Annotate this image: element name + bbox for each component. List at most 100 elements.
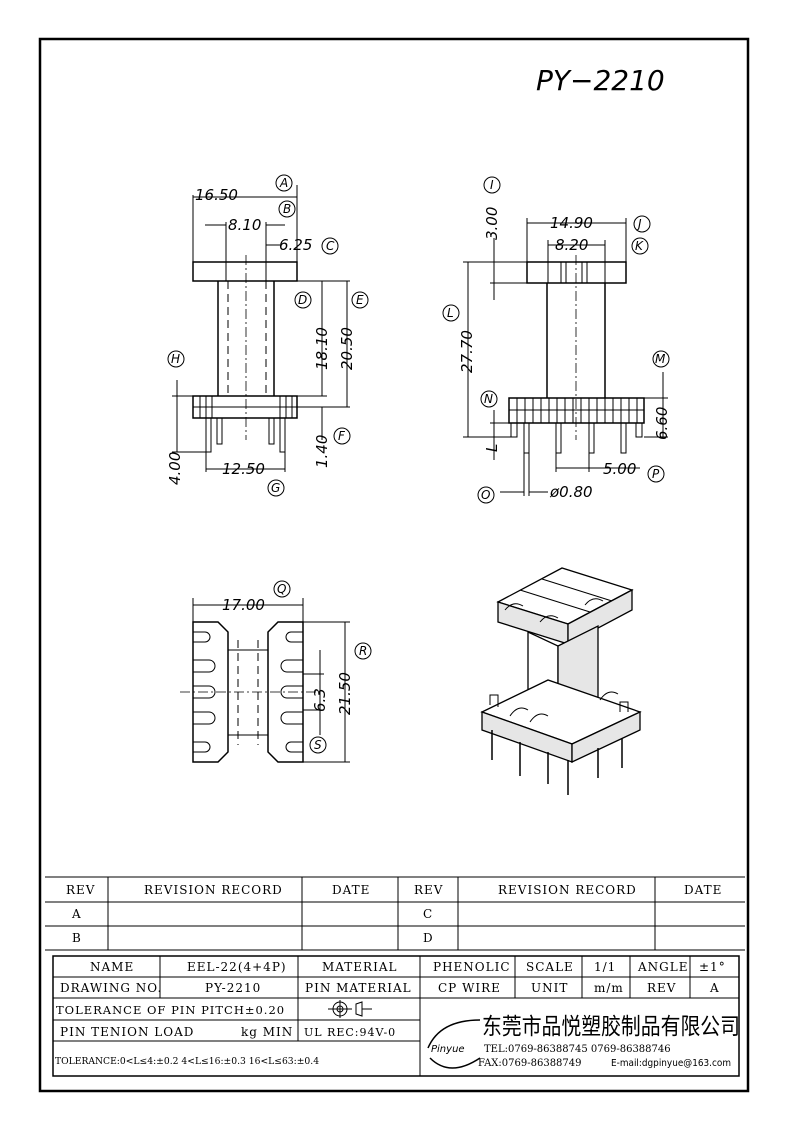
svg-text:D: D	[298, 293, 307, 307]
drawing-no-value: PY-2210	[205, 981, 261, 995]
svg-text:S: S	[314, 738, 322, 752]
dim-bottom-21-50: 21.50	[336, 672, 354, 715]
dim-front-16-50: 16.50	[195, 186, 238, 204]
callout-r: R	[354, 642, 372, 660]
revision-table	[45, 876, 745, 951]
company-logo: Pinyue	[427, 1019, 481, 1069]
revision-record-header: REVISION RECORD	[144, 883, 283, 897]
dim-front-6-25: 6.25	[279, 236, 312, 254]
svg-text:G: G	[271, 481, 280, 495]
company-email: E-mail:dgpinyue@163.com	[611, 1058, 731, 1069]
company-tel: TEL:0769-86388745 0769-86388746	[484, 1044, 671, 1055]
dim-side-6-60: 6.60	[653, 407, 671, 440]
unit-value: m/m	[594, 981, 624, 995]
front-view	[172, 185, 350, 472]
svg-text:J: J	[636, 217, 642, 231]
dim-front-12-50: 12.50	[222, 460, 265, 478]
callout-s: S	[309, 736, 327, 754]
revision-record-header-2: REVISION RECORD	[498, 883, 637, 897]
title-block	[52, 955, 740, 1077]
pin-tension-load: PIN TENION LOAD	[60, 1025, 194, 1039]
rev-label: REV	[647, 981, 676, 995]
drawing-no-label: DRAWING NO.	[60, 981, 162, 995]
company-name: 东莞市品悦塑胶制品有限公司	[482, 1014, 740, 1040]
callout-i: I	[483, 176, 501, 194]
callout-p: P	[647, 465, 665, 483]
rev-header: REV	[66, 883, 95, 897]
dim-side-5-00: 5.00	[603, 460, 636, 478]
svg-text:K: K	[635, 239, 644, 253]
pin-material-label: PIN MATERIAL	[305, 981, 412, 995]
drawing-title: PY−2210	[536, 64, 665, 97]
pin-tension-unit: kg MIN	[241, 1025, 293, 1039]
dim-side-8-20: 8.20	[555, 236, 588, 254]
angle-value: ±1°	[699, 960, 726, 974]
isometric-view	[480, 567, 642, 795]
callout-e: E	[351, 291, 369, 309]
callout-k: K	[631, 237, 649, 255]
svg-text:M: M	[655, 352, 666, 366]
rev-a: A	[71, 907, 82, 921]
tolerance-pin-pitch: TOLERANCE OF PIN PITCH±0.20	[56, 1003, 285, 1017]
scale-value: 1/1	[594, 960, 616, 974]
svg-text:E: E	[356, 293, 364, 307]
material-label: MATERIAL	[322, 960, 397, 974]
rev-header-2: REV	[414, 883, 443, 897]
dim-front-1-40: 1.40	[313, 435, 331, 468]
dim-side-3-00: 3.00	[483, 207, 501, 240]
date-header: DATE	[332, 883, 370, 897]
material-value: PHENOLIC	[433, 960, 511, 974]
name-value: EEL-22(4+4P)	[187, 960, 287, 974]
dim-side-14-90: 14.90	[550, 214, 593, 232]
dim-side-27-70: 27.70	[458, 330, 476, 373]
rev-d: D	[423, 931, 434, 945]
sheet-border	[38, 37, 750, 1093]
callout-n: N	[480, 390, 498, 408]
svg-text:B: B	[283, 202, 291, 216]
side-view	[463, 218, 668, 496]
svg-text:F: F	[338, 429, 346, 443]
svg-text:N: N	[484, 392, 493, 406]
rev-b: B	[72, 931, 82, 945]
dim-front-4-00: 4.00	[166, 452, 184, 485]
callout-h: H	[167, 350, 185, 368]
svg-text:A: A	[279, 176, 288, 190]
callout-d: D	[294, 291, 312, 309]
dim-front-18-10: 18.10	[313, 327, 331, 370]
callout-j: J	[633, 215, 651, 233]
dim-bottom-6-3: 6.3	[311, 688, 329, 712]
name-label: NAME	[90, 960, 134, 974]
svg-text:I: I	[490, 178, 494, 192]
callout-l: L	[442, 304, 460, 322]
svg-text:C: C	[326, 239, 335, 253]
callout-c: C	[321, 237, 339, 255]
scale-label: SCALE	[526, 960, 574, 974]
dim-bottom-17-00: 17.00	[222, 596, 265, 614]
svg-text:O: O	[481, 488, 490, 502]
ul-rec: UL REC:94V-0	[304, 1026, 396, 1039]
svg-text:Pinyue: Pinyue	[431, 1044, 465, 1055]
bottom-view	[180, 598, 350, 763]
callout-b: B	[278, 200, 296, 218]
svg-text:R: R	[359, 644, 367, 658]
svg-text:H: H	[171, 352, 180, 366]
callout-o: O	[477, 486, 495, 504]
dim-front-8-10: 8.10	[228, 216, 261, 234]
dim-side-l: L	[483, 444, 501, 452]
callout-q: Q	[273, 580, 291, 598]
svg-text:P: P	[652, 467, 660, 481]
callout-f: F	[333, 427, 351, 445]
dim-side-0-80: ø0.80	[549, 483, 593, 501]
svg-text:Q: Q	[277, 582, 286, 596]
date-header-2: DATE	[684, 883, 722, 897]
company-fax: FAX:0769-86388749	[478, 1058, 582, 1069]
pin-material-value: CP WIRE	[438, 981, 501, 995]
callout-m: M	[652, 350, 670, 368]
angle-label: ANGLE	[637, 960, 688, 974]
unit-label: UNIT	[531, 981, 568, 995]
svg-text:L: L	[447, 306, 454, 320]
rev-value: A	[709, 981, 720, 995]
tolerance-ranges: TOLERANCE:0<L≤4:±0.2 4<L≤16:±0.3 16<L≤63…	[55, 1056, 319, 1067]
rev-c: C	[423, 907, 433, 921]
